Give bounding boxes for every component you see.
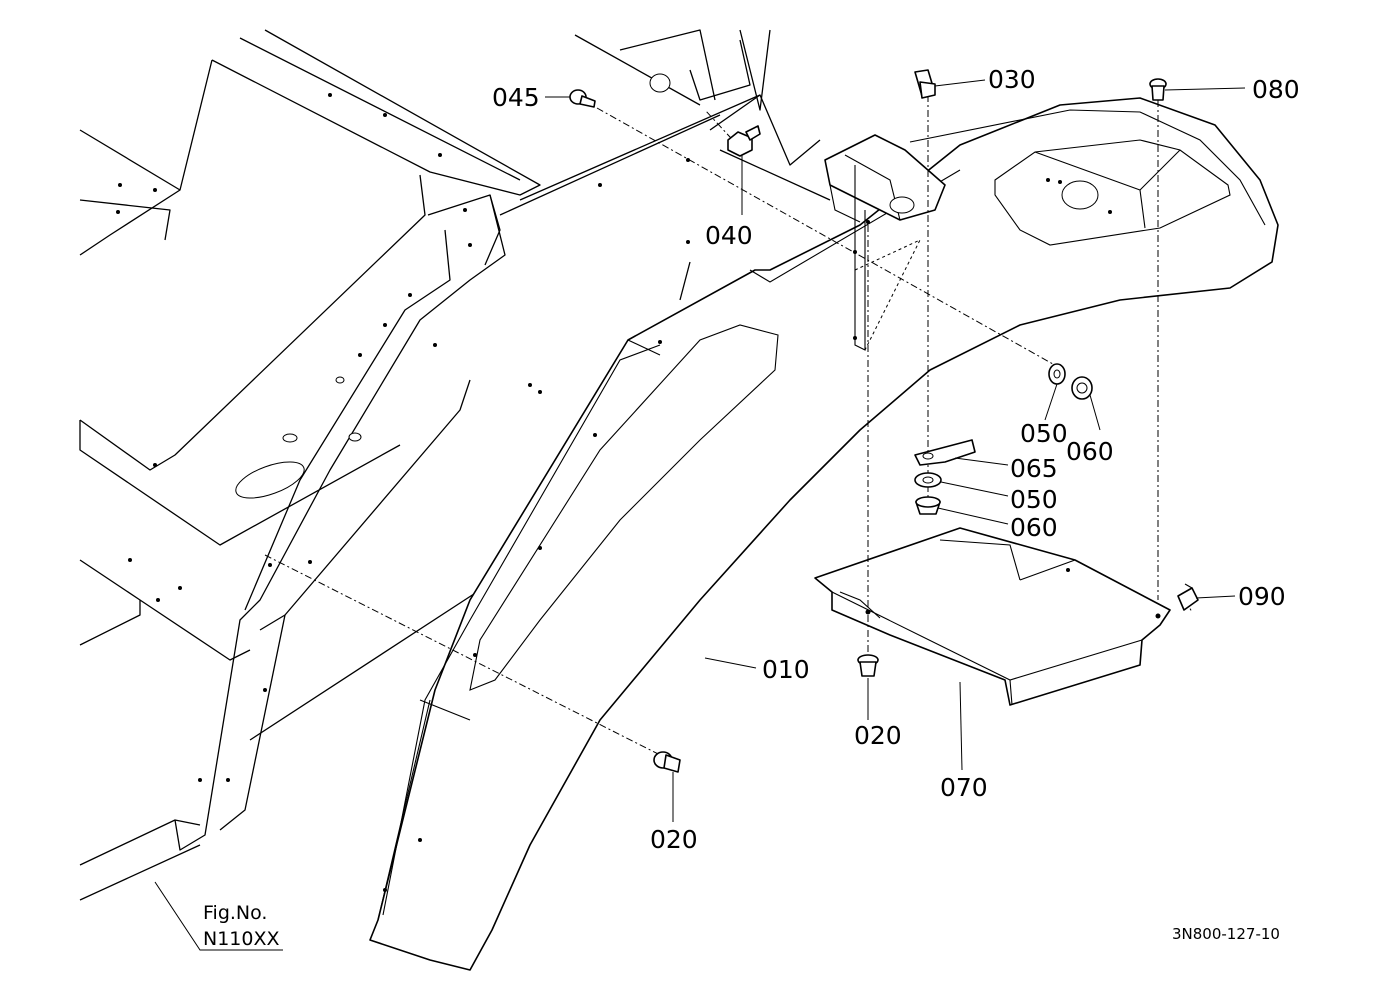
- washer-050-upper-icon: [1048, 363, 1066, 385]
- callout-070: 070: [940, 773, 988, 802]
- callout-065: 065: [1010, 454, 1058, 483]
- callout-050-upper: 050: [1020, 419, 1068, 448]
- callout-045: 045: [492, 83, 540, 112]
- fig-number: N110XX: [203, 928, 280, 950]
- bolt-040-icon: [727, 125, 761, 157]
- bolt-045-icon: [569, 89, 596, 108]
- callout-020-right: 020: [854, 721, 902, 750]
- figure-reference: Fig.No. N110XX: [203, 902, 280, 950]
- callout-090: 090: [1238, 582, 1286, 611]
- nut-060-lower-icon: [915, 496, 941, 515]
- callout-040: 040: [705, 221, 753, 250]
- nut-060-upper-icon: [1071, 376, 1093, 400]
- callout-010: 010: [762, 655, 810, 684]
- callout-030: 030: [988, 65, 1036, 94]
- fig-label: Fig.No.: [203, 902, 267, 924]
- callout-080: 080: [1252, 75, 1300, 104]
- tractor-frame: [79, 29, 831, 901]
- callout-020-left: 020: [650, 825, 698, 854]
- callout-060-upper: 060: [1066, 437, 1114, 466]
- plate-065-icon: [914, 439, 976, 466]
- step-plate-part-070: [814, 527, 1171, 706]
- bolt-080-icon: [1149, 78, 1167, 101]
- fender-part-010: [369, 97, 1279, 971]
- bolt-020-left-icon: [653, 751, 681, 773]
- leader-lines: [154, 79, 1246, 951]
- clip-090-icon: [1177, 583, 1199, 611]
- callout-060-lower: 060: [1010, 513, 1058, 542]
- drawing-code: 3N800-127-10: [1172, 925, 1280, 943]
- clip-nut-030-icon: [914, 69, 936, 99]
- callout-050-lower: 050: [1010, 485, 1058, 514]
- washer-050-lower-icon: [914, 472, 942, 488]
- assembly-lines: [264, 95, 1193, 761]
- hardware: [569, 69, 1199, 773]
- bolt-020-right-icon: [857, 654, 879, 677]
- callout-labels: 045 040 030 080 050 060 065 050 060 090 …: [492, 65, 1300, 854]
